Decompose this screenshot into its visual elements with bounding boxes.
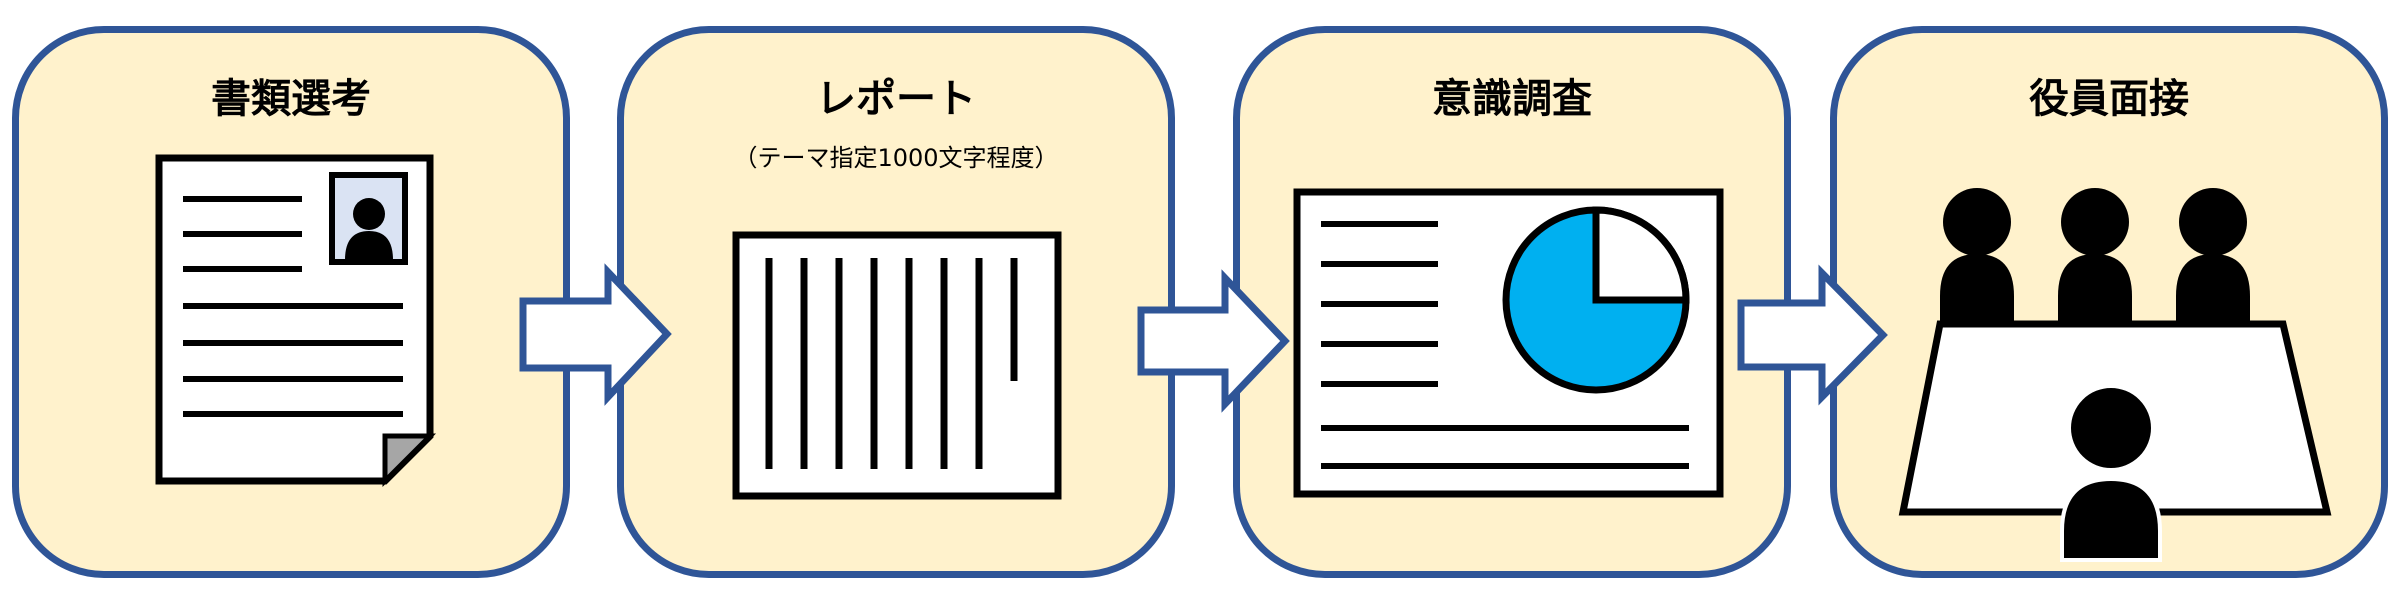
arrow-right-icon <box>519 263 672 406</box>
survey-chart-icon <box>1293 188 1724 498</box>
step-title: レポート <box>816 76 976 122</box>
step-card-attitude-survey: 意識調査 <box>1233 26 1791 578</box>
arrow-right-icon <box>1737 264 1888 406</box>
step-card-document-screening: 書類選考 <box>12 26 570 578</box>
arrow-right-icon <box>1137 269 1290 413</box>
interview-meeting-icon <box>1898 188 2332 562</box>
step-title: 役員面接 <box>2029 76 2189 122</box>
step-title: 書類選考 <box>211 76 371 122</box>
resume-icon <box>155 154 437 488</box>
step-title: 意識調査 <box>1432 76 1592 122</box>
report-icon <box>732 231 1062 500</box>
step-subtitle: （テーマ指定1000文字程度） <box>733 144 1059 172</box>
step-card-executive-interview: 役員面接 <box>1830 26 2388 578</box>
step-card-report: レポート （テーマ指定1000文字程度） <box>617 26 1175 578</box>
